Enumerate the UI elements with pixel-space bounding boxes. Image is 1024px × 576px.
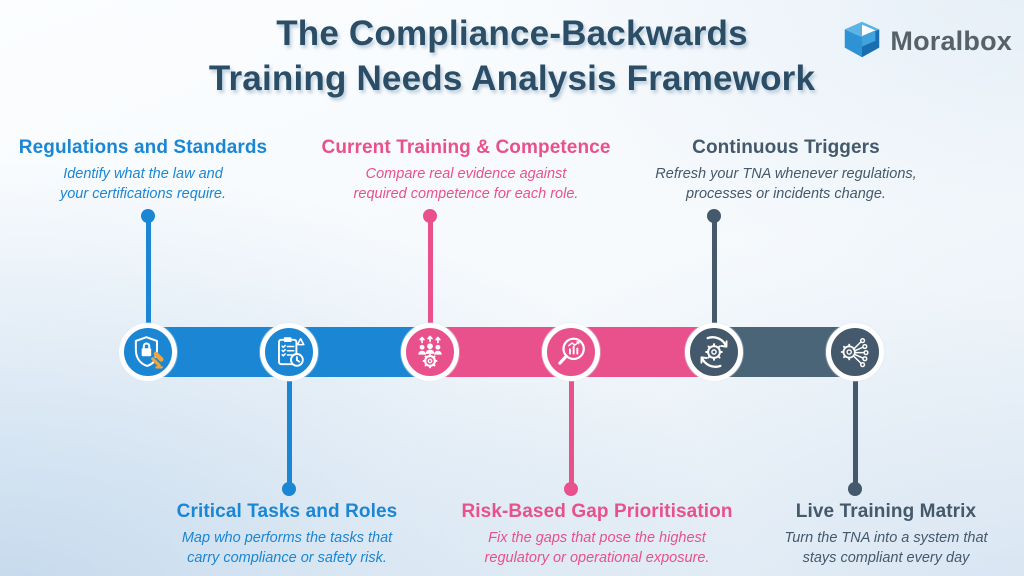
- timeline-node-regulations: [119, 323, 177, 381]
- step-title: Current Training & Competence: [321, 137, 611, 158]
- step-label-risk-gap: Risk-Based Gap Prioritisation Fix the ga…: [417, 501, 777, 568]
- connector-dot-step5: [707, 209, 721, 223]
- timeline-node-current-training: [401, 323, 459, 381]
- connector-step5: [712, 216, 717, 328]
- connector-dot-step6: [848, 482, 862, 496]
- cube-logo-icon: [839, 16, 885, 67]
- connector-step1: [146, 216, 151, 328]
- connector-step6: [853, 373, 858, 487]
- step-label-critical-tasks: Critical Tasks and Roles Map who perform…: [107, 501, 467, 568]
- connector-dot-step1: [141, 209, 155, 223]
- team-growth-gear-icon: [411, 333, 449, 371]
- connector-step2: [287, 373, 292, 487]
- checklist-clock-icon: [270, 333, 308, 371]
- shield-lock-gavel-icon: [129, 333, 167, 371]
- connector-step3: [428, 216, 433, 328]
- timeline-node-critical-tasks: [260, 323, 318, 381]
- moralbox-logo: Moralbox: [839, 16, 1012, 67]
- step-title: Critical Tasks and Roles: [176, 501, 398, 522]
- page-title-line2: Training Needs Analysis Framework: [208, 58, 816, 98]
- connector-dot-step3: [423, 209, 437, 223]
- step-description: Fix the gaps that pose the highest regul…: [484, 530, 710, 566]
- gear-network-icon: [836, 333, 874, 371]
- step-description: Refresh your TNA whenever regulations, p…: [655, 166, 917, 202]
- step-title: Live Training Matrix: [795, 501, 977, 522]
- step-description: Compare real evidence against required c…: [353, 166, 579, 202]
- connector-dot-step4: [564, 482, 578, 496]
- step-title: Regulations and Standards: [18, 137, 268, 158]
- magnifier-bar-chart-icon: [552, 333, 590, 371]
- step-title: Risk-Based Gap Prioritisation: [461, 501, 733, 522]
- step-label-current-training: Current Training & Competence Compare re…: [286, 137, 646, 204]
- timeline-node-risk-gap: [542, 323, 600, 381]
- timeline-node-continuous-triggers: [685, 323, 743, 381]
- step-description: Turn the TNA into a system that stays co…: [784, 530, 988, 566]
- step-label-live-matrix: Live Training Matrix Turn the TNA into a…: [706, 501, 1024, 568]
- connector-step4: [569, 373, 574, 487]
- step-label-regulations: Regulations and Standards Identify what …: [0, 137, 323, 204]
- step-title: Continuous Triggers: [692, 137, 880, 158]
- logo-wordmark: Moralbox: [890, 26, 1012, 56]
- timeline-node-live-matrix: [826, 323, 884, 381]
- page-title: The Compliance-Backwards Training Needs …: [0, 12, 1024, 102]
- step-description: Map who performs the tasks that carry co…: [181, 530, 393, 566]
- gear-refresh-icon: [695, 333, 733, 371]
- connector-dot-step2: [282, 482, 296, 496]
- step-description: Identify what the law and your certifica…: [59, 166, 226, 202]
- page-title-line1: The Compliance-Backwards: [276, 14, 748, 53]
- step-label-continuous-triggers: Continuous Triggers Refresh your TNA whe…: [606, 137, 966, 204]
